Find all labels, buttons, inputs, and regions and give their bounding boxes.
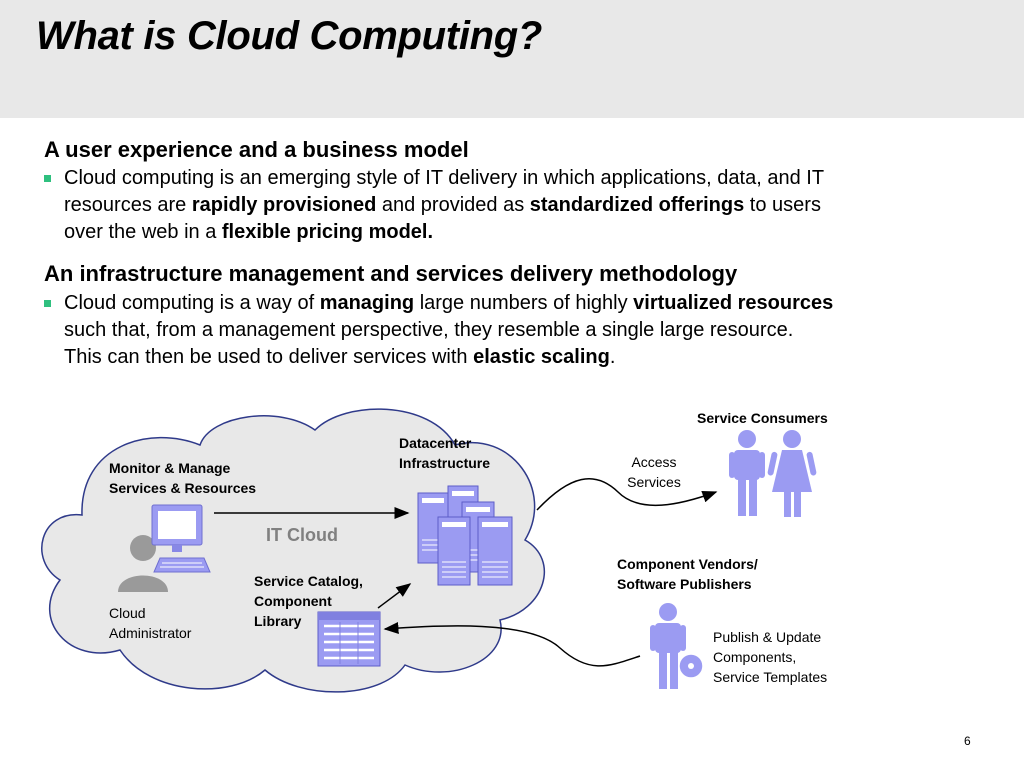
diagram-graphics bbox=[41, 408, 817, 693]
female-consumer-icon bbox=[767, 430, 817, 517]
slide-title: What is Cloud Computing? bbox=[36, 14, 543, 58]
emphasis-managing: managing bbox=[319, 292, 415, 314]
arrow-publish-update bbox=[383, 622, 641, 667]
bullet-business-model: Cloud computing is an emerging style of … bbox=[44, 165, 964, 246]
it-cloud-label: IT Cloud bbox=[266, 525, 338, 545]
emphasis-elastic-scaling: elastic scaling bbox=[473, 346, 610, 368]
bullet-line: over the web in a flexible pricing model… bbox=[64, 221, 434, 243]
service-consumers-label: Service Consumers bbox=[697, 410, 828, 426]
disc-icon bbox=[678, 653, 704, 679]
cloud-administrator-icon bbox=[118, 535, 168, 592]
bullet-line: Cloud computing is an emerging style of … bbox=[64, 167, 825, 189]
emphasis-flexible-pricing: flexible pricing model. bbox=[221, 221, 434, 243]
vendor-icon bbox=[650, 603, 686, 689]
arrow-access-services bbox=[536, 478, 718, 511]
bullet-marker bbox=[44, 300, 51, 307]
bullet-line: This can then be used to deliver service… bbox=[64, 346, 616, 368]
section-heading-business-model: A user experience and a business model bbox=[44, 137, 469, 162]
bullet-line: resources are rapidly provisioned and pr… bbox=[64, 194, 821, 216]
emphasis-standardized-offerings: standardized offerings bbox=[529, 194, 745, 216]
page-number: 6 bbox=[964, 734, 971, 748]
bullet-line: Cloud computing is a way of managing lar… bbox=[64, 292, 834, 314]
section-heading-infrastructure: An infrastructure management and service… bbox=[44, 261, 738, 286]
service-catalog-icon bbox=[317, 611, 381, 667]
emphasis-virtualized-resources: virtualized resources bbox=[633, 292, 834, 314]
emphasis-rapidly-provisioned: rapidly provisioned bbox=[191, 194, 377, 216]
datacenter-servers-icon bbox=[417, 485, 513, 586]
bullet-infrastructure: Cloud computing is a way of managing lar… bbox=[44, 290, 964, 371]
header-band bbox=[0, 0, 1024, 118]
component-vendors-label: Component Vendors/Software Publishers bbox=[617, 556, 758, 592]
male-consumer-icon bbox=[729, 430, 765, 516]
arrow-catalog-to-datacenter bbox=[377, 583, 412, 609]
it-cloud-shape bbox=[41, 408, 545, 693]
computer-icon bbox=[151, 504, 211, 573]
bullet-line: such that, from a management perspective… bbox=[64, 319, 794, 341]
bullet-marker bbox=[44, 175, 51, 182]
